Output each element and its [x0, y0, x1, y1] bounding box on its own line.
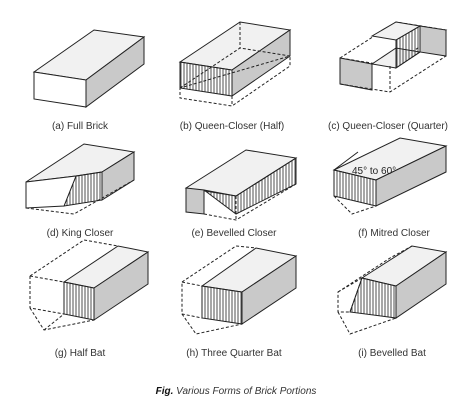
- bevelled-bat-drawing: [337, 245, 448, 335]
- caption-prefix: Fig.: [155, 386, 174, 397]
- king-closer-drawing: [25, 143, 136, 215]
- panel-label-h: (h) Three Quarter Bat: [186, 348, 282, 359]
- mitred-closer-drawing: [332, 137, 448, 215]
- panel-label-f: (f) Mitred Closer: [358, 228, 430, 239]
- full-brick-drawing: [32, 29, 146, 108]
- panel-label-c: (c) Queen-Closer (Quarter): [328, 121, 448, 132]
- panel-label-g: (g) Half Bat: [55, 348, 106, 359]
- queen-closer-half-drawing: [178, 21, 292, 107]
- three-quarter-bat-drawing: [181, 245, 298, 335]
- panel-label-b: (b) Queen-Closer (Half): [180, 121, 284, 132]
- panel-label-i: (i) Bevelled Bat: [358, 348, 426, 359]
- queen-closer-quarter-drawing: [338, 21, 448, 93]
- bevelled-closer-drawing: [184, 149, 298, 221]
- panel-label-e: (e) Bevelled Closer: [191, 228, 277, 239]
- panel-label-d: (d) King Closer: [47, 228, 114, 239]
- angle-annotation: 45° to 60°: [352, 166, 396, 177]
- panel-label-a: (a) Full Brick: [52, 121, 109, 132]
- caption-text: Various Forms of Brick Portions: [176, 386, 317, 397]
- figure-caption: Fig. Various Forms of Brick Portions: [0, 386, 472, 397]
- half-bat-drawing: [29, 239, 150, 331]
